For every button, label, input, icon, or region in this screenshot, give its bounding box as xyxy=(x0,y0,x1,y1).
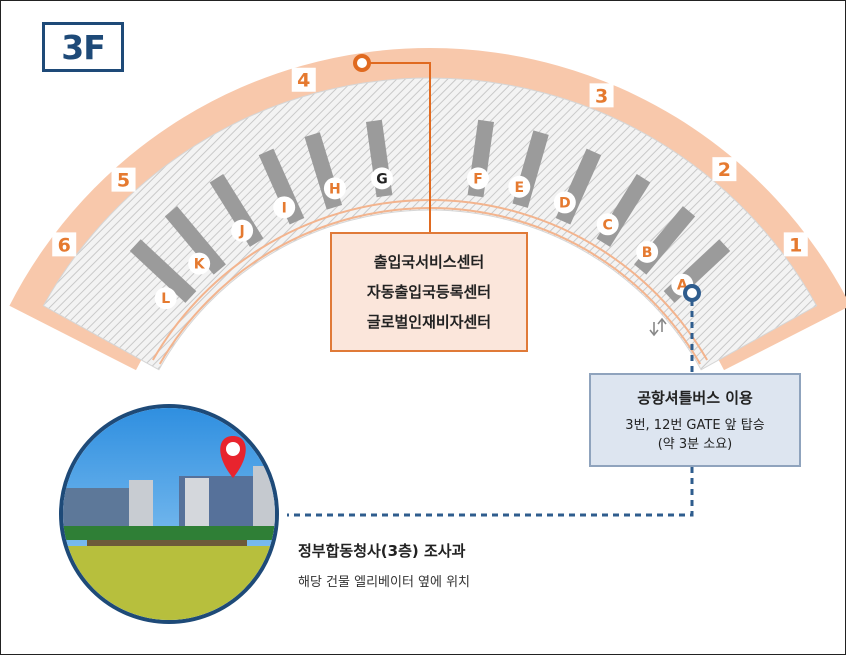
gate-badge xyxy=(596,213,619,236)
route-lines xyxy=(287,54,701,517)
floor-label: 3F xyxy=(61,27,106,67)
zone-number: 5 xyxy=(117,170,130,192)
escalator-arrowhead-up xyxy=(657,317,667,325)
shuttle-title: 공항셔틀버스 이용 xyxy=(637,388,753,407)
shuttle-desc-2: (약 3분 소요) xyxy=(657,436,733,452)
service-center-line: 자동출입국등록센터 xyxy=(366,283,492,301)
gate-letter: C xyxy=(603,217,613,233)
escalator-arrowhead-down xyxy=(649,329,659,337)
zone-badge xyxy=(291,67,316,92)
service-center-box: 출입국서비스센터 자동출입국등록센터 글로벌인재비자센터 xyxy=(330,232,528,352)
service-center-line: 출입국서비스센터 xyxy=(373,253,485,271)
check-in-counter xyxy=(164,206,226,275)
gate-badge xyxy=(370,167,393,190)
tree-line xyxy=(63,526,275,540)
gate-badge xyxy=(636,240,659,263)
circle-marker-icon xyxy=(683,284,701,302)
check-in-counter xyxy=(129,239,197,303)
gate-letter: I xyxy=(282,200,287,216)
gate-badge xyxy=(508,175,531,198)
tower-right xyxy=(253,466,275,536)
gate-badge xyxy=(188,252,211,275)
ground-strip xyxy=(87,540,247,548)
shuttle-desc-1: 3번, 12번 GATE 앞 탑승 xyxy=(625,417,765,433)
gate-letter: D xyxy=(559,195,571,211)
gate-letter: E xyxy=(515,180,525,196)
building-photo-illustration xyxy=(63,408,275,620)
escalator-arrows-icon xyxy=(649,317,667,337)
gate-area xyxy=(42,77,818,371)
destination-desc: 해당 건물 엘리베이터 옆에 위치 xyxy=(298,575,471,590)
zone-badge xyxy=(111,167,136,192)
gate-badge xyxy=(273,196,296,219)
gate-letter: A xyxy=(677,278,688,294)
gate-badge xyxy=(553,191,576,214)
gate-letter: J xyxy=(238,224,244,240)
gate-letter: B xyxy=(642,245,653,261)
zone-badge xyxy=(712,157,737,182)
gate-letter: G xyxy=(376,171,388,187)
circle-marker-icon xyxy=(353,54,371,72)
zone-badge xyxy=(52,232,77,257)
zone-badge xyxy=(589,83,614,108)
gate-letter: K xyxy=(194,257,206,273)
destination-dashed-route xyxy=(287,467,694,517)
zone-number: 6 xyxy=(58,234,71,256)
gate-letter: H xyxy=(329,181,341,197)
gate-badge xyxy=(154,287,177,310)
gate-badge xyxy=(231,219,254,242)
pin-hole xyxy=(226,442,240,456)
zone-number: 3 xyxy=(595,85,608,107)
shuttle-info-box: 공항셔틀버스 이용 3번, 12번 GATE 앞 탑승 (약 3분 소요) xyxy=(589,373,801,467)
gate-letter: F xyxy=(473,171,483,187)
zone-number: 4 xyxy=(297,70,310,92)
zone-number: 2 xyxy=(718,159,731,181)
gate-labels: L K J I H G F E D C B A xyxy=(154,167,694,310)
gate-badge xyxy=(467,167,490,190)
service-center-leader-line xyxy=(362,62,431,232)
building-photo xyxy=(59,404,279,624)
gate-letter: L xyxy=(161,291,170,307)
zone-badge xyxy=(783,232,808,257)
service-center-line: 글로벌인재비자센터 xyxy=(366,313,492,331)
gate-badge xyxy=(323,177,346,200)
outer-band xyxy=(9,47,846,371)
destination-title: 정부합동청사(3층) 조사과 xyxy=(298,542,466,560)
floor-badge: 3F xyxy=(42,22,124,72)
zone-labels: 6 5 4 3 2 1 xyxy=(52,67,808,257)
zone-number: 1 xyxy=(789,234,802,256)
map-pin-icon xyxy=(220,436,246,478)
